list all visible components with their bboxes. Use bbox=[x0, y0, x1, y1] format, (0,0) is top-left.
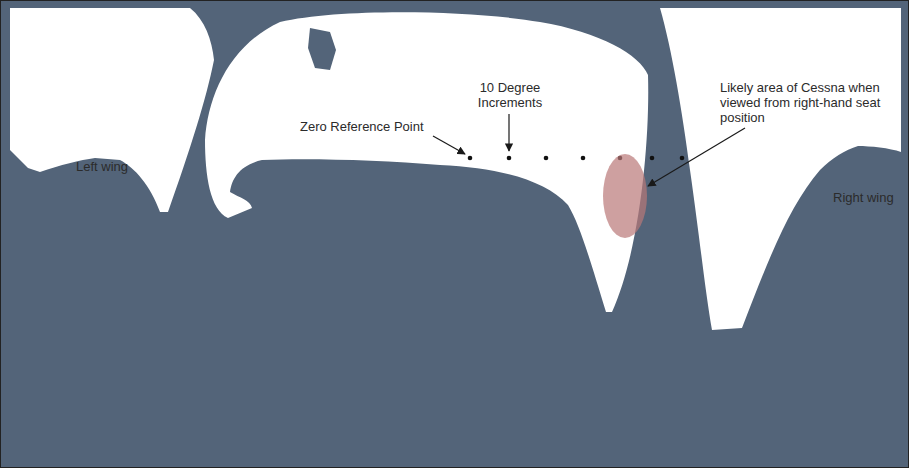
compass-mount bbox=[308, 28, 336, 70]
callout-text: 10 Degree Increments bbox=[466, 80, 554, 110]
callout-text: Zero Reference Point bbox=[300, 119, 440, 134]
cessna-area bbox=[603, 154, 647, 238]
part-label: Left wing bbox=[76, 159, 166, 174]
windscreen bbox=[205, 12, 648, 312]
right-window bbox=[660, 8, 901, 330]
leader-line bbox=[508, 114, 509, 151]
callout-text: Likely area of Cessna when viewed from r… bbox=[720, 80, 892, 125]
left-window bbox=[10, 8, 214, 212]
leader-line bbox=[433, 136, 465, 154]
part-label: Right wing bbox=[833, 190, 905, 205]
degree-dots bbox=[468, 156, 685, 161]
leader-line bbox=[648, 128, 745, 186]
